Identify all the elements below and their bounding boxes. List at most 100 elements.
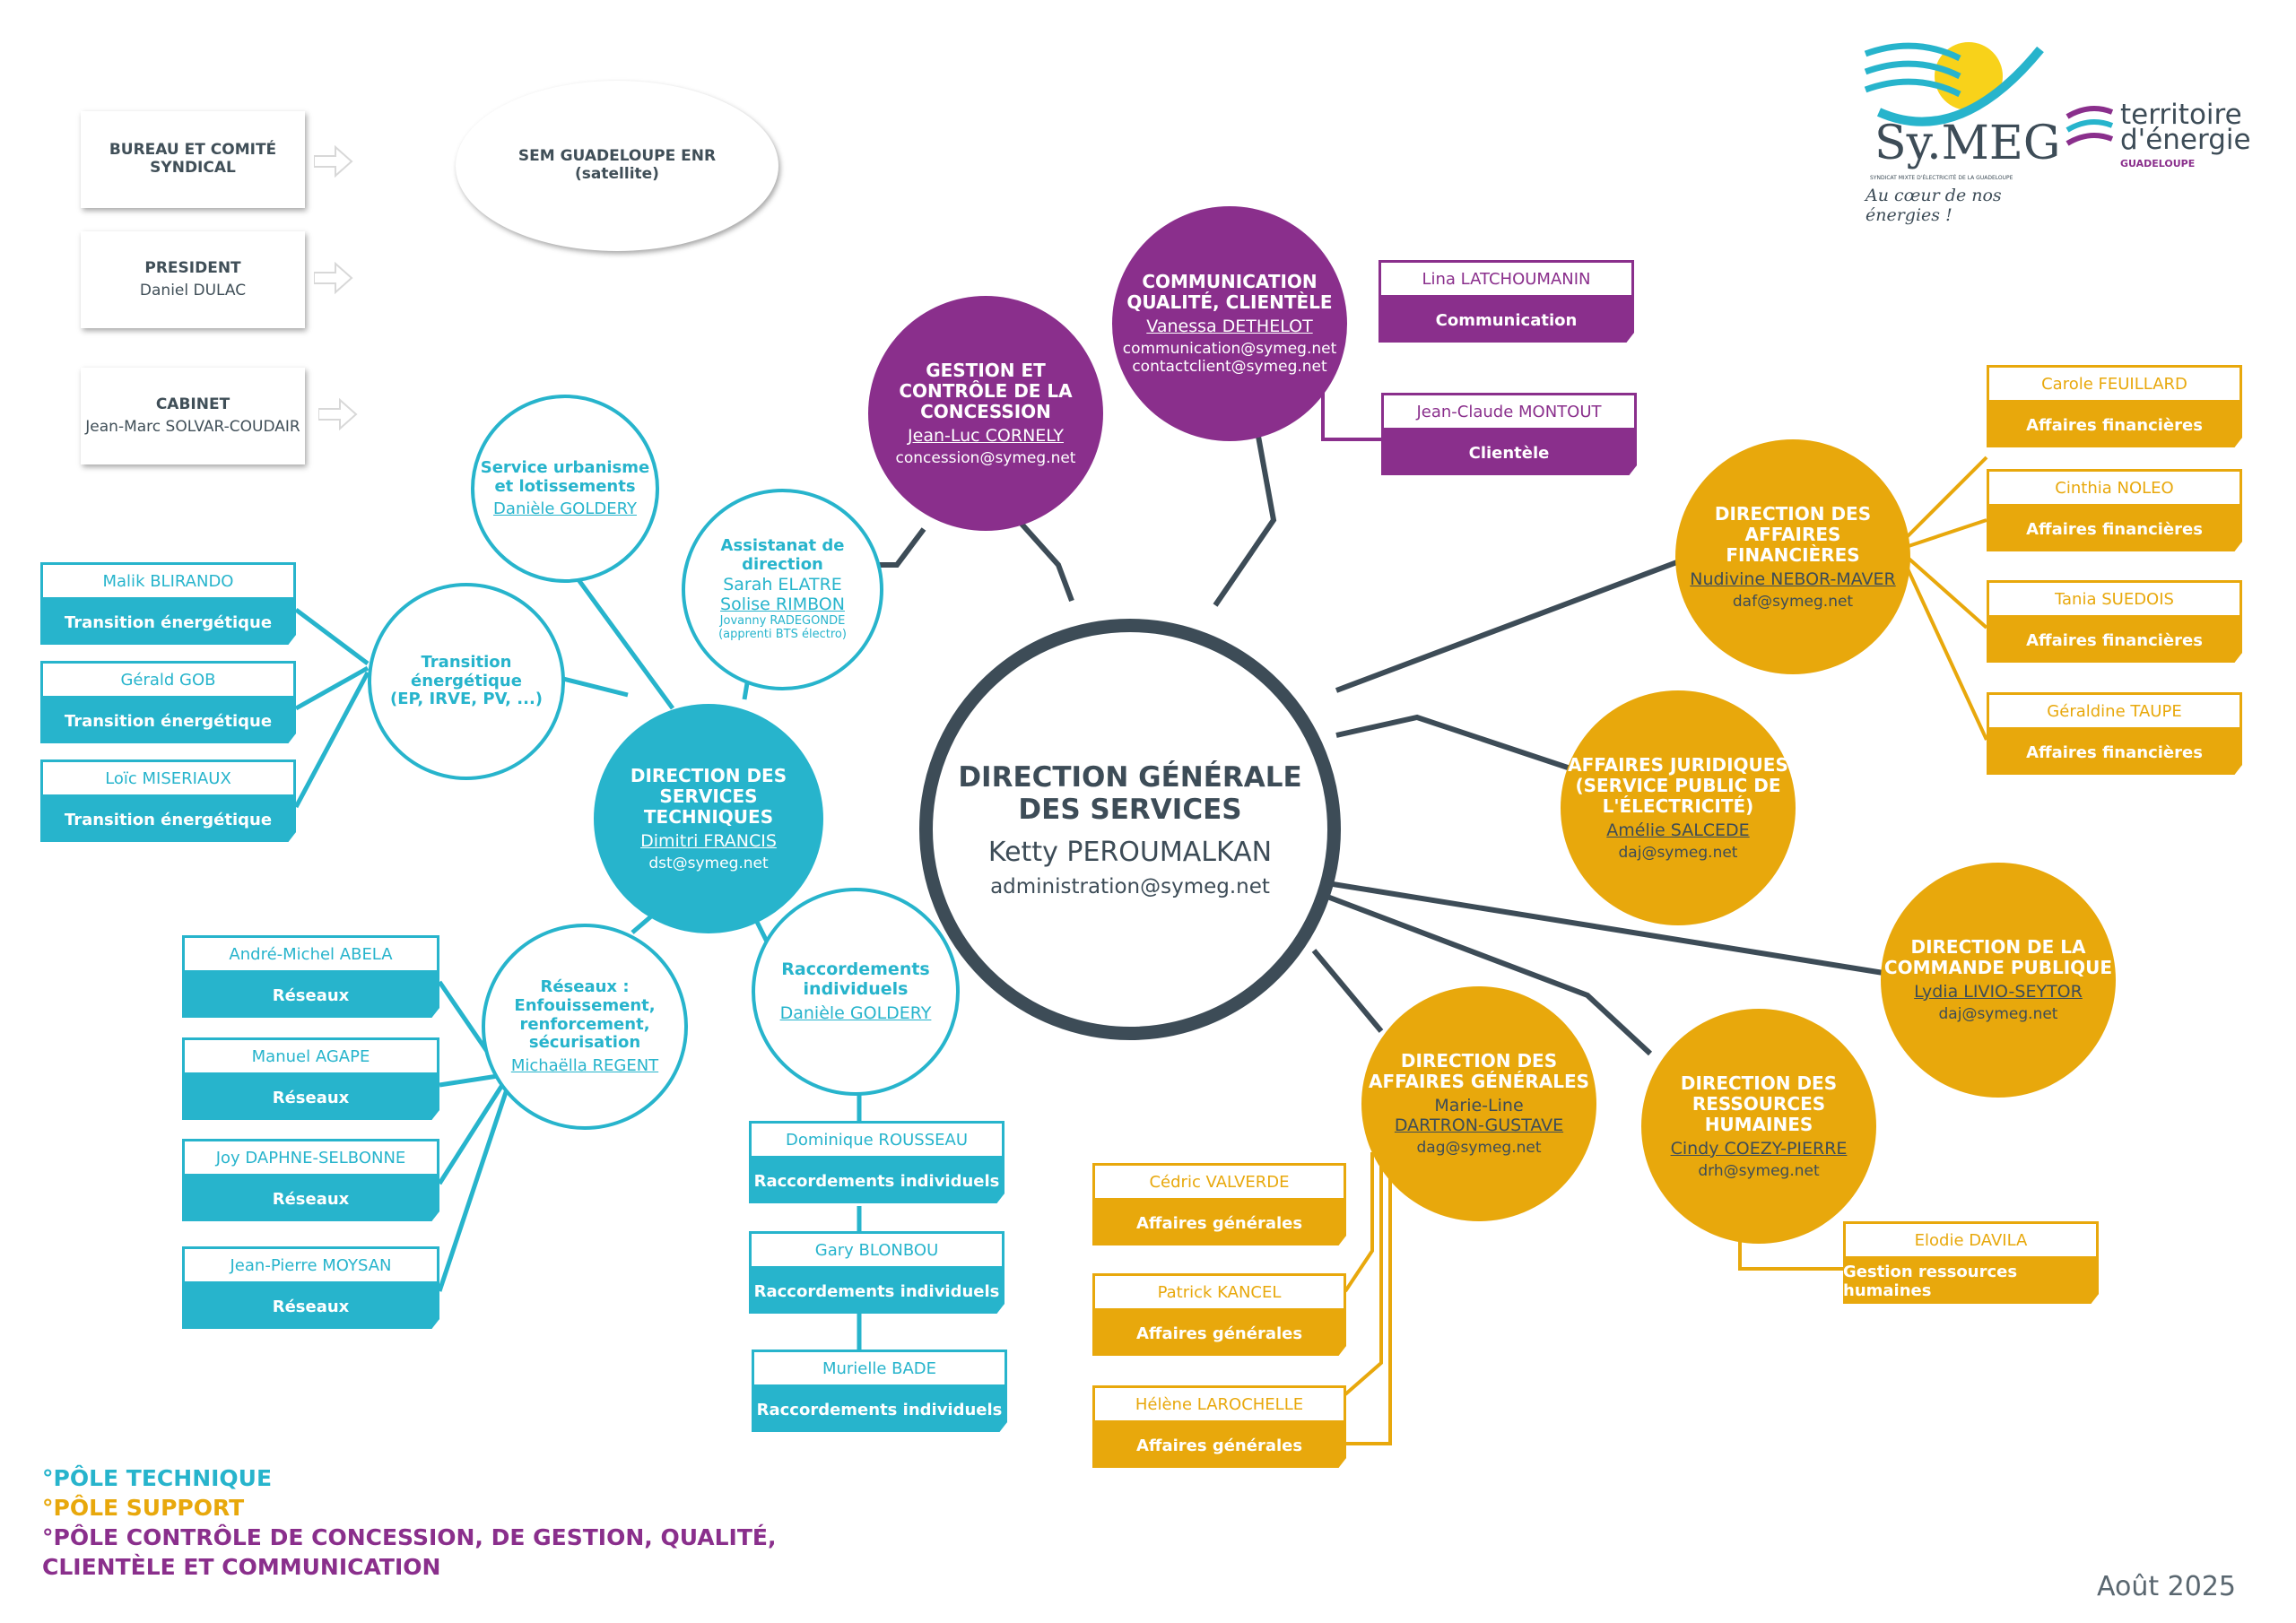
card-name: Murielle BADE	[752, 1350, 1007, 1387]
communication-node: COMMUNICATION QUALITÉ, CLIENTÈLE Vanessa…	[1112, 206, 1347, 441]
communication-card: Lina LATCHOUMANIN Communication	[1378, 260, 1634, 343]
territoire-line3: GUADELOUPE	[2120, 158, 2196, 169]
arrow-right-icon	[314, 144, 353, 178]
territoire-mark-icon	[2066, 106, 2114, 146]
gestion-email: concession@symeg.net	[895, 448, 1076, 467]
reseaux-card: Manuel AGAPE Réseaux	[182, 1037, 439, 1120]
legend: °PÔLE TECHNIQUE °PÔLE SUPPORT °PÔLE CONT…	[42, 1463, 776, 1582]
card-role: Raccordements individuels	[749, 1269, 1004, 1314]
card-name: Dominique ROUSSEAU	[749, 1121, 1004, 1159]
legend-controle: °PÔLE CONTRÔLE DE CONCESSION, DE GESTION…	[42, 1524, 777, 1550]
dag-card: Cédric VALVERDE Affaires générales	[1092, 1163, 1346, 1245]
bureau-box: BUREAU ET COMITÉ SYNDICAL	[81, 111, 305, 208]
drh-card: Elodie DAVILA Gestion ressources humaine…	[1843, 1221, 2099, 1304]
gestion-title-2: CONTRÔLE DE LA	[899, 379, 1073, 402]
daj-title-1: AFFAIRES JURIDIQUES	[1568, 753, 1788, 776]
communication-title-1: COMMUNICATION	[1142, 271, 1318, 292]
drh-email: drh@symeg.net	[1698, 1161, 1820, 1180]
communication-title-2: QUALITÉ, CLIENTÈLE	[1126, 291, 1333, 313]
arrow-right-icon	[314, 261, 353, 295]
reseaux-title-1: Réseaux :	[540, 977, 630, 997]
raccord-card: Dominique ROUSSEAU Raccordements individ…	[749, 1121, 1004, 1203]
daf-title-1: DIRECTION DES	[1714, 502, 1872, 525]
president-name: Daniel DULAC	[139, 281, 247, 299]
gestion-title-3: CONCESSION	[920, 400, 1051, 422]
urbanisme-title-2: et lotissements	[494, 476, 636, 496]
drh-name: Cindy COEZY-PIERRE	[1670, 1138, 1848, 1159]
card-role: Communication	[1378, 298, 1634, 343]
assistanat-name-4: (apprenti BTS électro)	[718, 628, 847, 642]
card-name: Géraldine TAUPE	[1987, 692, 2242, 730]
president-box: PRESIDENT Daniel DULAC	[81, 231, 305, 328]
daj-title-3: L'ÉLECTRICITÉ)	[1602, 794, 1754, 817]
territoire-line2: d'énergie	[2120, 124, 2251, 156]
territoire-line1: territoire	[2120, 99, 2242, 131]
date-label: Août 2025	[2097, 1571, 2237, 1602]
card-role: Affaires financières	[1987, 507, 2242, 551]
sem-subtitle: (satellite)	[575, 165, 659, 183]
gestion-title-1: GESTION ET	[926, 359, 1046, 381]
transition-card: Loïc MISERIAUX Transition énergétique	[40, 759, 296, 842]
card-name: Lina LATCHOUMANIN	[1378, 260, 1634, 298]
communication-email-2: contactclient@symeg.net	[1132, 358, 1327, 376]
dst-name: Dimitri FRANCIS	[640, 830, 777, 851]
drh-title-1: DIRECTION DES	[1680, 1072, 1838, 1094]
daf-name: Nudivine NEBOR-MAVER	[1690, 568, 1896, 589]
card-role: Affaires financières	[1987, 403, 2242, 447]
president-title: PRESIDENT	[144, 259, 241, 278]
sun-waves-icon	[1864, 42, 2044, 126]
card-role: Réseaux	[182, 1284, 439, 1329]
card-name: Malik BLIRANDO	[40, 562, 296, 600]
card-role: Affaires générales	[1092, 1423, 1346, 1468]
legend-technique: °PÔLE TECHNIQUE	[42, 1465, 273, 1491]
daf-card: Carole FEUILLARD Affaires financières	[1987, 365, 2242, 447]
transition-title-1: Transition énergétique	[411, 652, 522, 690]
daj-email: daj@symeg.net	[1618, 843, 1738, 862]
reseaux-card: Jean-Pierre MOYSAN Réseaux	[182, 1246, 439, 1329]
card-name: Loïc MISERIAUX	[40, 759, 296, 797]
symeg-logo: Sy.MEG SYNDICAT MIXTE D'ÉLECTRICITÉ DE L…	[1861, 31, 2060, 225]
reseaux-title-4: sécurisation	[528, 1033, 641, 1053]
urbanisme-title-1: Service urbanisme	[480, 457, 650, 477]
card-role: Clientèle	[1381, 430, 1637, 475]
daf-title-2: AFFAIRES FINANCIÈRES	[1726, 523, 1860, 566]
transition-card: Gérald GOB Transition énergétique	[40, 661, 296, 743]
dgs-title-2: DES SERVICES	[1018, 793, 1242, 826]
dcp-title-2: COMMANDE PUBLIQUE	[1883, 957, 2113, 978]
legend-support: °PÔLE SUPPORT	[42, 1495, 245, 1521]
drh-title-2: RESSOURCES HUMAINES	[1692, 1092, 1826, 1135]
daf-card: Tania SUEDOIS Affaires financières	[1987, 580, 2242, 663]
raccordements-title-1: Raccordements	[781, 959, 930, 980]
card-name: Cédric VALVERDE	[1092, 1163, 1346, 1201]
card-name: Jean-Pierre MOYSAN	[182, 1246, 439, 1284]
card-role: Raccordements individuels	[749, 1159, 1004, 1203]
dag-title-1: DIRECTION DES	[1400, 1050, 1558, 1072]
sem-title: SEM GUADELOUPE ENR	[517, 147, 717, 166]
card-role: Raccordements individuels	[752, 1387, 1007, 1432]
daf-card: Géraldine TAUPE Affaires financières	[1987, 692, 2242, 775]
card-role: Réseaux	[182, 1075, 439, 1120]
dst-email: dst@symeg.net	[648, 854, 769, 872]
card-name: Jean-Claude MONTOUT	[1381, 393, 1637, 430]
reseaux-node: Réseaux : Enfouissement, renforcement, s…	[482, 924, 688, 1130]
assistanat-name-3: Jovanny RADEGONDE	[719, 613, 846, 628]
urbanisme-name: Danièle GOLDERY	[493, 499, 637, 519]
reseaux-title-3: renforcement,	[519, 1014, 650, 1034]
drh-node: DIRECTION DES RESSOURCES HUMAINES Cindy …	[1641, 1009, 1876, 1244]
dgs-email: administration@symeg.net	[990, 874, 1270, 898]
card-name: Patrick KANCEL	[1092, 1273, 1346, 1311]
urbanisme-node: Service urbanisme et lotissements Danièl…	[471, 395, 659, 583]
dag-node: DIRECTION DES AFFAIRES GÉNÉRALES Marie-L…	[1361, 986, 1596, 1221]
card-name: Joy DAPHNE-SELBONNE	[182, 1139, 439, 1176]
daf-node: DIRECTION DES AFFAIRES FINANCIÈRES Nudiv…	[1675, 439, 1910, 674]
dgs-node: DIRECTION GÉNÉRALE DES SERVICES Ketty PE…	[919, 619, 1341, 1040]
card-role: Transition énergétique	[40, 699, 296, 743]
card-name: Carole FEUILLARD	[1987, 365, 2242, 403]
raccordements-node: Raccordements individuels Danièle GOLDER…	[752, 888, 960, 1096]
dst-title-1: DIRECTION DES	[630, 764, 787, 786]
raccord-card: Murielle BADE Raccordements individuels	[752, 1350, 1007, 1432]
gestion-node: GESTION ET CONTRÔLE DE LA CONCESSION Jea…	[868, 296, 1103, 531]
raccordements-name: Danièle GOLDERY	[779, 1002, 932, 1023]
dag-card: Patrick KANCEL Affaires générales	[1092, 1273, 1346, 1356]
card-name: Elodie DAVILA	[1843, 1221, 2099, 1259]
